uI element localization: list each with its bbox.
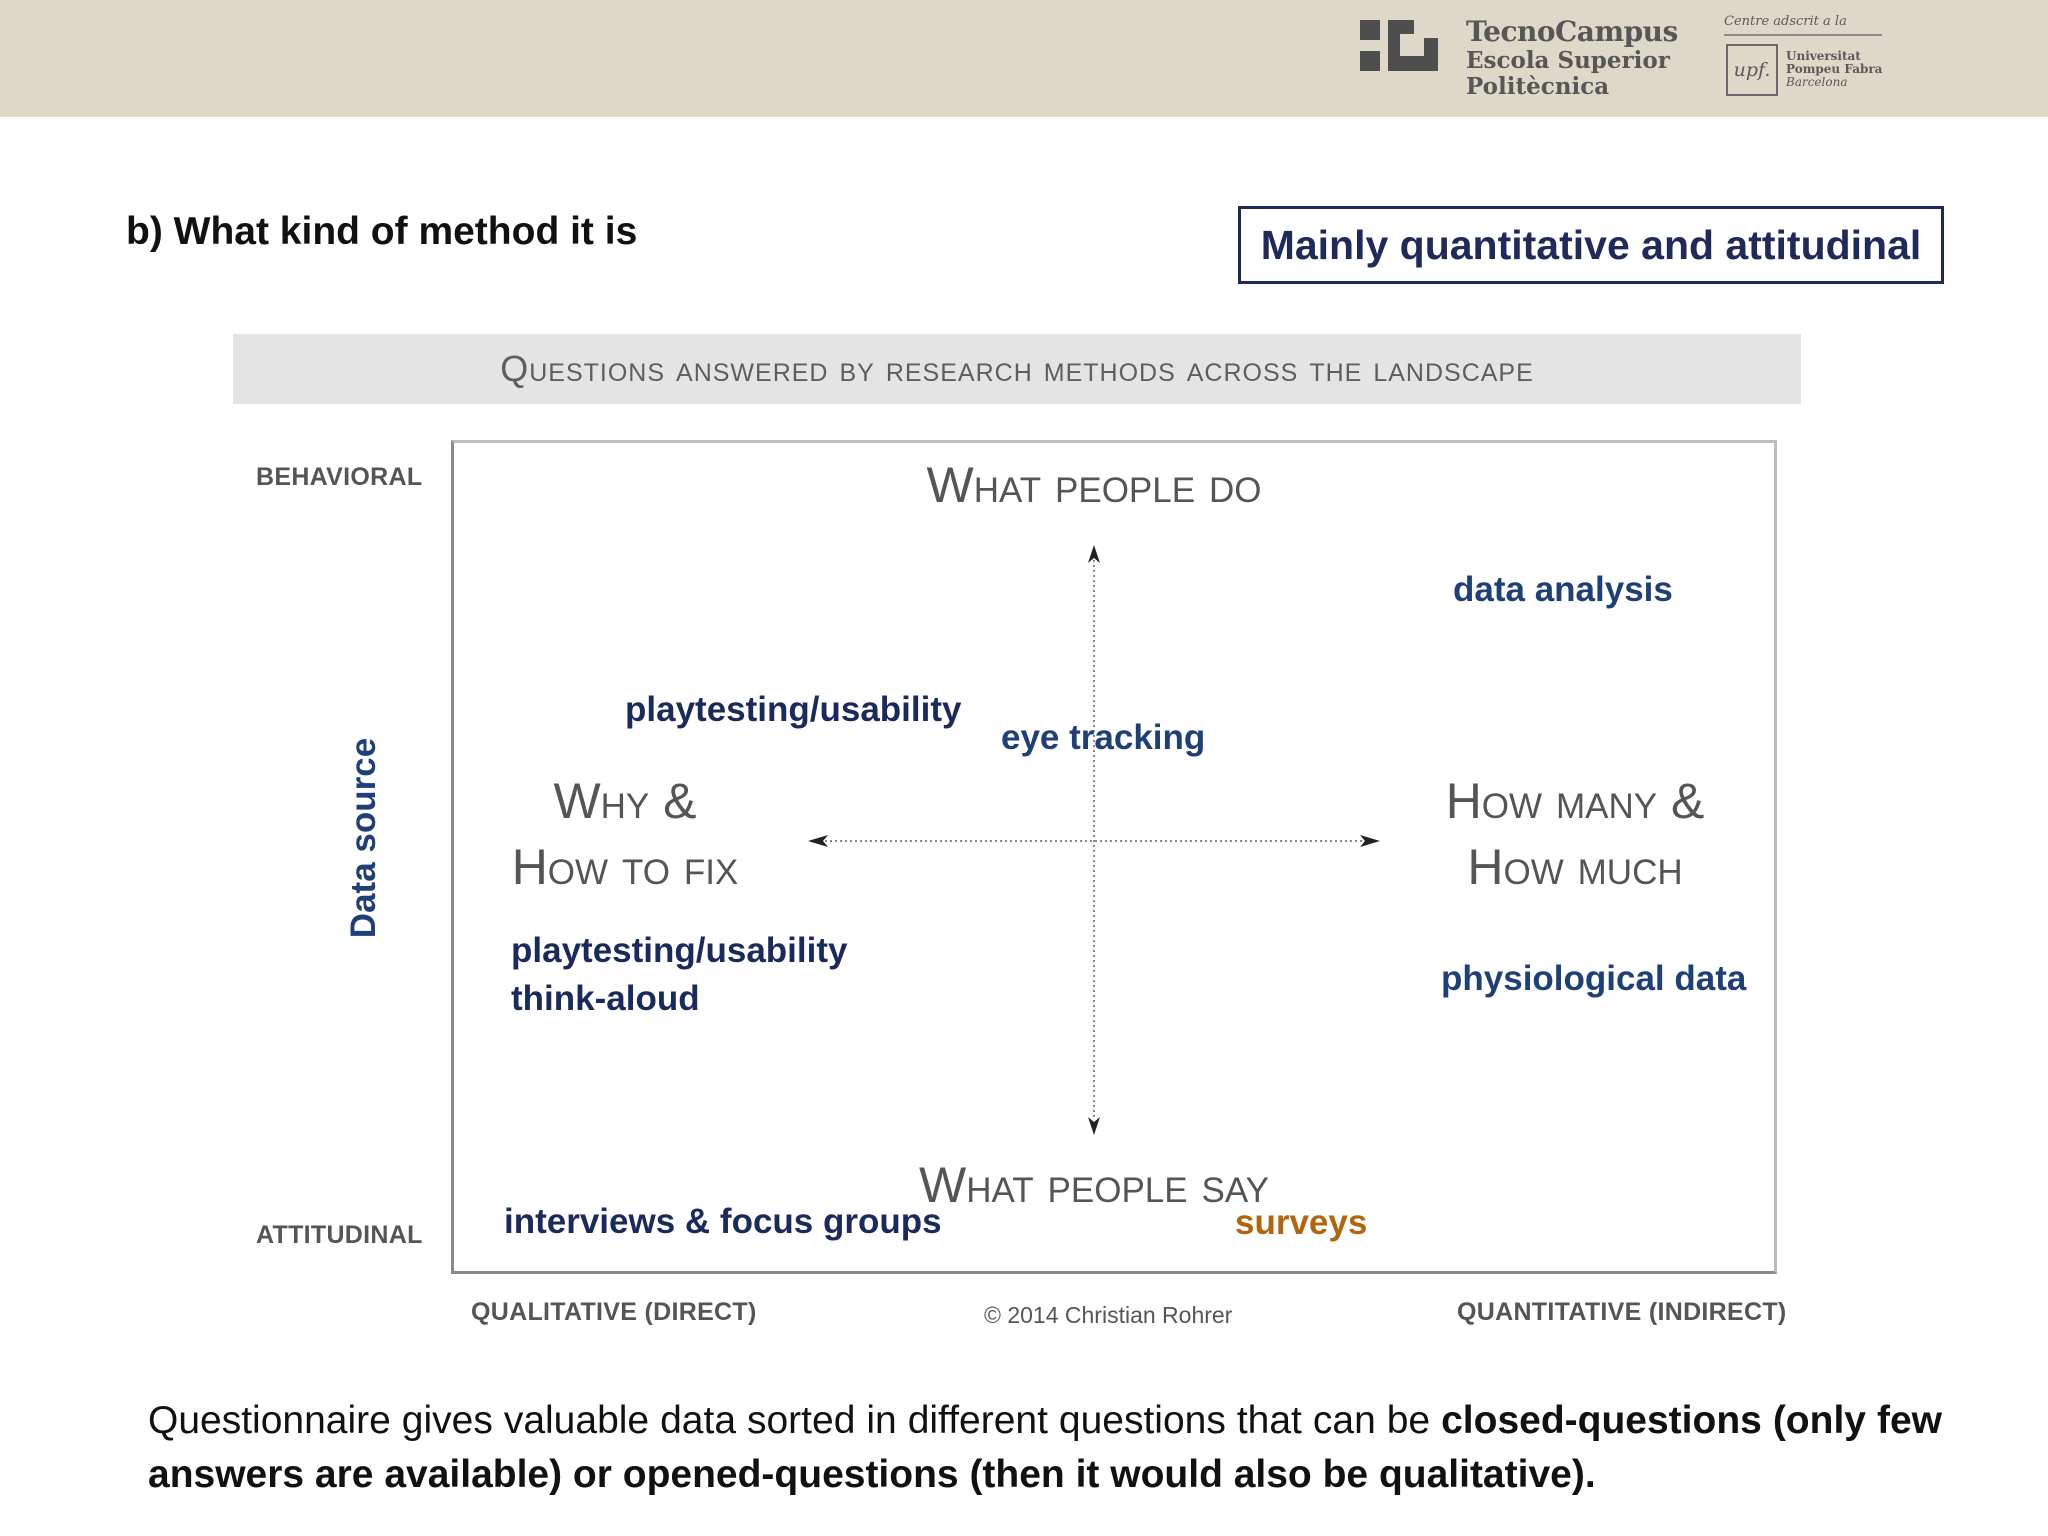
answer-text: Mainly quantitative and attitudinal [1260, 221, 1922, 268]
footer-text-1: Questionnaire gives valuable data sorted… [148, 1399, 1442, 1442]
method-physiological-data: physiological data [1441, 959, 1747, 998]
footer-bold-1: closed-questions (only few answers are a… [148, 1399, 1942, 1496]
method-think-aloud: think-aloud [511, 979, 700, 1018]
y-axis-top-label: BEHAVIORAL [256, 463, 423, 491]
logo-line-3: Politècnica [1466, 73, 1610, 100]
diagram-title-bar [233, 334, 1801, 404]
affiliation-caption: Centre adscrit a la [1724, 14, 1847, 29]
heading-right-line-1: How many & [1445, 773, 1705, 829]
heading-left-line-1: Why & [553, 773, 697, 829]
affiliation-divider [1724, 34, 1882, 36]
x-axis-right-label: QUANTITATIVE (INDIRECT) [1457, 1298, 1787, 1326]
y-axis-name-text: Data source [344, 737, 383, 939]
heading-top: What people do [926, 457, 1262, 513]
section-title: b) What kind of method it is [126, 210, 638, 253]
header-band [0, 0, 2048, 117]
copyright: © 2014 Christian Rohrer [984, 1302, 1233, 1328]
upf-line-3: Barcelona [1786, 75, 1848, 89]
footer-text-2: or [562, 1453, 623, 1496]
heading-left-line-2: How to fix [511, 839, 739, 895]
diagram-title: Questions answered by research methods a… [500, 348, 1534, 389]
method-interviews-focus-groups: interviews & focus groups [504, 1202, 942, 1241]
landscape-frame [451, 440, 1777, 1274]
heading-left: Why & How to fix [470, 768, 780, 900]
upf-mark: upf. [1733, 59, 1771, 81]
tecnocampus-logo-icon [1360, 20, 1438, 71]
logo-line-2: Escola Superior [1466, 47, 1670, 74]
footer-paragraph: Questionnaire gives valuable data sorted… [148, 1394, 1942, 1502]
tecnocampus-logo-text: TecnoCampus Escola Superior Politècnica [1466, 16, 1678, 100]
upf-logo-icon: upf. [1726, 44, 1778, 96]
logo-line-1: TecnoCampus [1466, 15, 1678, 48]
heading-right: How many & How much [1400, 768, 1750, 900]
heading-right-line-2: How much [1467, 839, 1683, 895]
upf-line-2: Pompeu Fabra [1786, 62, 1883, 76]
method-surveys: surveys [1235, 1203, 1368, 1242]
upf-line-1: Universitat [1786, 49, 1861, 63]
method-data-analysis: data analysis [1453, 570, 1673, 609]
heading-bottom: What people say [919, 1157, 1269, 1213]
x-axis-left-label: QUALITATIVE (DIRECT) [471, 1298, 757, 1326]
footer-bold-2: opened-questions (then it would also be … [622, 1453, 1596, 1496]
y-axis-bottom-label: ATTITUDINAL [256, 1221, 423, 1249]
method-playtesting-attitudinal: playtesting/usability [511, 931, 848, 970]
method-playtesting-behavioral: playtesting/usability [625, 690, 962, 729]
upf-logo-text: Universitat Pompeu Fabra Barcelona [1786, 50, 1882, 89]
answer-box: Mainly quantitative and attitudinal [1238, 206, 1944, 284]
method-eye-tracking: eye tracking [1001, 718, 1206, 757]
